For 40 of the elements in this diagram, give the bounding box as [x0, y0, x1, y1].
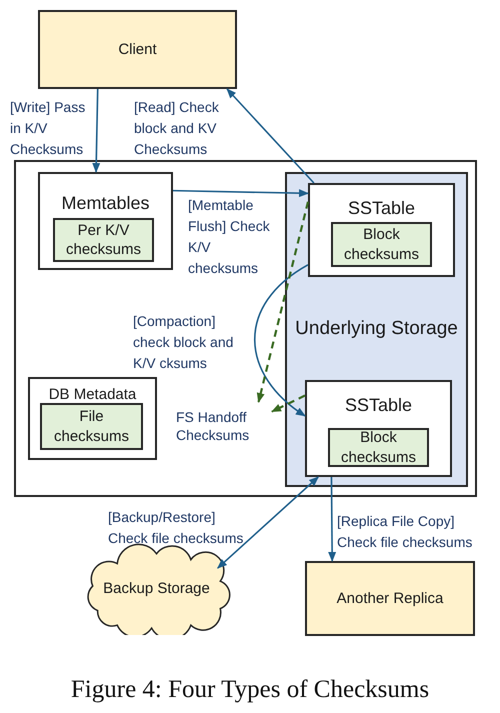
- node-label: SSTable: [348, 197, 416, 220]
- edge-label: [Compaction] check block and K/V cksums: [133, 312, 234, 373]
- arrow: [226, 88, 314, 184]
- checksum-box: [53, 218, 154, 262]
- node-label: Per K/V checksums: [64, 220, 142, 260]
- edge-label: [Write] Pass in K/V Checksums: [10, 98, 86, 159]
- node-label: SSTable: [344, 394, 412, 417]
- arrow: [217, 476, 319, 569]
- memtable-box: [38, 172, 173, 270]
- edge-label: [Memtable Flush] Check K/V checksums: [188, 196, 271, 278]
- edge-label: [Read] Check block and KV Checksums: [134, 98, 220, 159]
- node-label: Memtables: [61, 192, 150, 215]
- node-label: Client: [118, 40, 157, 60]
- node-label: Block checksums: [342, 225, 420, 264]
- sstable-box: [305, 380, 452, 477]
- node-label: DB Metadata: [48, 385, 136, 404]
- client-box: [38, 10, 237, 89]
- edge-label: [Backup/Restore] Check file checksums: [108, 508, 244, 548]
- replica-box: [305, 561, 475, 636]
- checksum-box: [40, 403, 143, 450]
- sstable-box: [308, 183, 455, 277]
- node-label: File checksums: [52, 407, 130, 446]
- handoff-label: FS Handoff Checksums: [176, 408, 250, 444]
- node-label: Block checksums: [340, 428, 418, 467]
- node-label: Backup Storage: [103, 578, 210, 598]
- edge-label: [Replica File Copy] Check file checksums: [337, 512, 474, 552]
- dashed-arrow: [271, 394, 306, 413]
- dashed-arrow: [256, 202, 310, 403]
- figure-caption: Figure 4: Four Types of Checksums: [70, 676, 430, 704]
- arrow: [92, 88, 100, 173]
- storage-band: [285, 172, 468, 487]
- system-box: [14, 160, 477, 497]
- metadata-box: [28, 377, 157, 460]
- arrow: [328, 477, 336, 562]
- checksum-box: [331, 222, 432, 267]
- arrow: [172, 189, 309, 198]
- arrow: [254, 264, 308, 417]
- node-label: Underlying Storage: [295, 317, 458, 342]
- checksum-box: [328, 428, 429, 467]
- node-label: Another Replica: [336, 588, 444, 608]
